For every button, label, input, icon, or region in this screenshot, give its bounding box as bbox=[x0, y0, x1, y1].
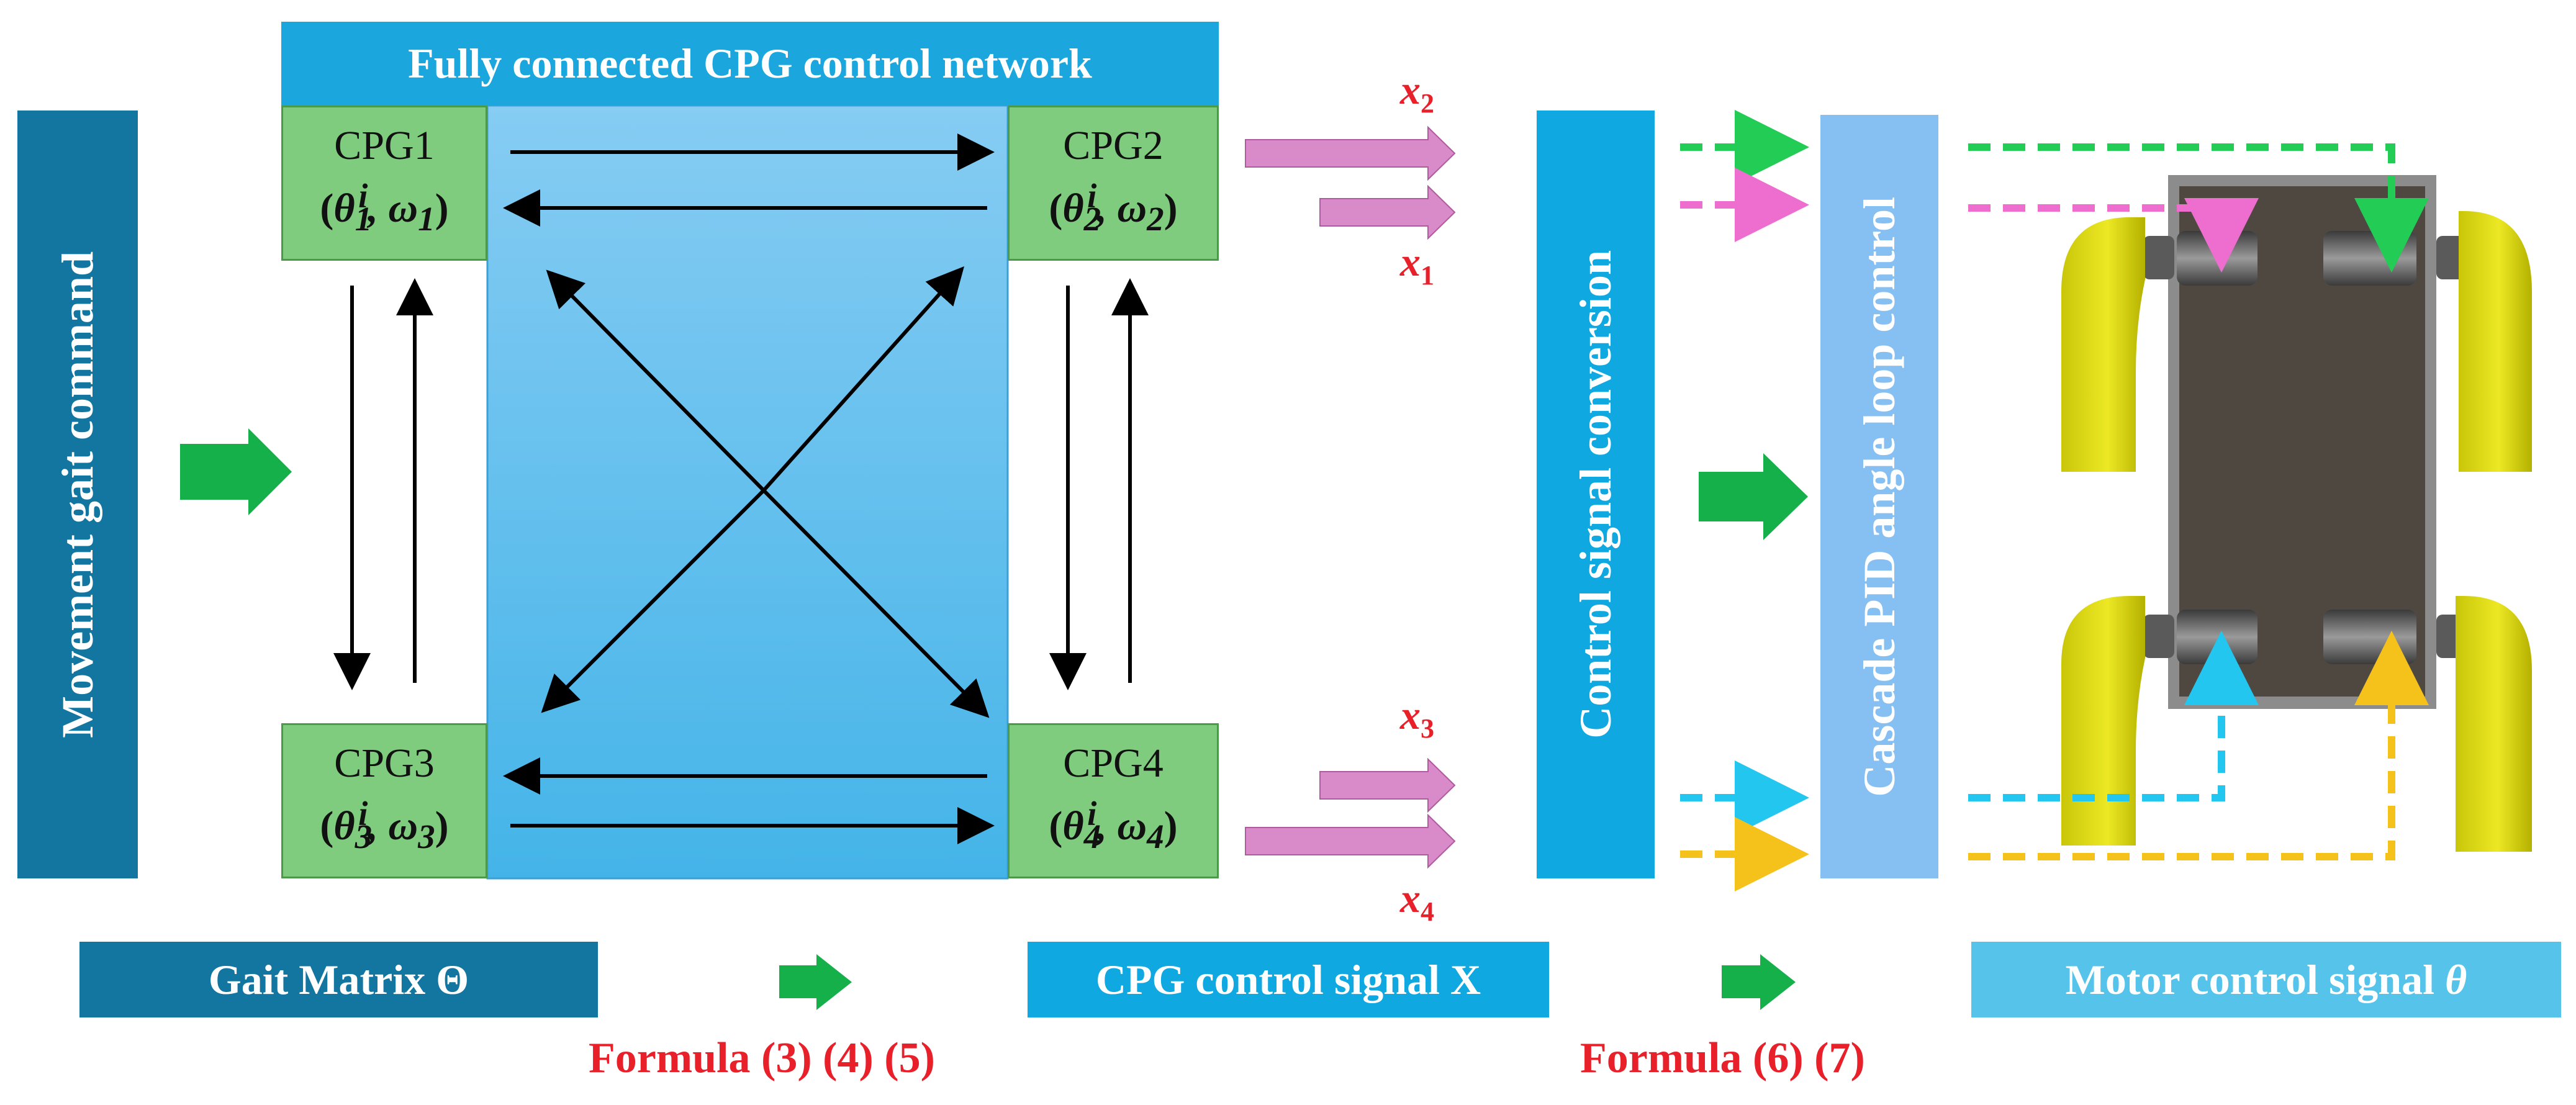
cpg-name: CPG3 bbox=[334, 741, 435, 787]
network-title-bar: Fully connected CPG control network bbox=[281, 22, 1219, 106]
cpg-name: CPG2 bbox=[1063, 123, 1164, 169]
output-label-x4: x4 bbox=[1400, 876, 1434, 927]
signal-cyan-to-motor bbox=[1968, 631, 2259, 801]
output-label-x2: x2 bbox=[1400, 68, 1434, 119]
output-arrows bbox=[1245, 125, 1456, 869]
motor-front-right bbox=[2323, 231, 2416, 286]
conversion-bar: Control signal conversion bbox=[1537, 110, 1655, 878]
conversion-label: Control signal conversion bbox=[1570, 250, 1620, 739]
leg-rear-left bbox=[2061, 596, 2145, 846]
pid-bar: Cascade PID angle loop control bbox=[1820, 115, 1938, 878]
cpg-node-2: CPG2 (θ2i, ω2) bbox=[1008, 106, 1219, 261]
leg-front-right bbox=[2459, 211, 2532, 472]
flow-arrow-bottom-1 bbox=[779, 954, 852, 1010]
flow-arrow-conversion bbox=[1699, 453, 1808, 540]
leg-front-left bbox=[2061, 217, 2145, 472]
cpg-name: CPG4 bbox=[1063, 741, 1164, 787]
cpg-params: (θ4i, ω4) bbox=[1049, 795, 1178, 856]
pid-label: Cascade PID angle loop control bbox=[1854, 196, 1904, 797]
gait-matrix-label: Gait Matrix Θ bbox=[208, 955, 469, 1003]
flow-arrows bbox=[180, 428, 1808, 1010]
output-arrow-x4 bbox=[1245, 813, 1456, 869]
arrow-diag-to-cpg4 bbox=[762, 489, 990, 718]
network-title: Fully connected CPG control network bbox=[408, 40, 1092, 87]
cpg-name: CPG1 bbox=[334, 123, 435, 169]
gait-command-bar: Movement gait command bbox=[17, 110, 138, 878]
cpg-node-4: CPG4 (θ4i, ω4) bbox=[1008, 723, 1219, 878]
network-panel bbox=[486, 104, 1009, 880]
signal-input-arrows bbox=[1680, 110, 1809, 891]
cpg-node-3: CPG3 (θ3i, ω3) bbox=[281, 723, 487, 878]
motor-signal-label: Motor control signal θ bbox=[2065, 955, 2467, 1003]
arrow-diag-to-cpg1 bbox=[546, 269, 766, 492]
flow-arrow-command bbox=[180, 428, 292, 515]
gait-command-label: Movement gait command bbox=[52, 251, 102, 738]
cpg-signal-label: CPG control signal X bbox=[1095, 955, 1481, 1003]
output-arrow-x3 bbox=[1319, 757, 1456, 813]
cpg-coupling-arrows bbox=[333, 133, 1149, 844]
motor-signal-label-box: Motor control signal θ bbox=[1971, 942, 2561, 1017]
signal-green-to-motor bbox=[1968, 143, 2429, 273]
motor-rear-right bbox=[2323, 610, 2416, 664]
output-label-x1: x1 bbox=[1400, 240, 1434, 291]
motor-signal-arrows bbox=[1968, 143, 2429, 860]
arrow-diag-to-cpg3 bbox=[541, 489, 766, 713]
gait-matrix-label-box: Gait Matrix Θ bbox=[79, 942, 598, 1017]
signal-yellow-to-motor bbox=[1968, 631, 2429, 860]
signal-pink-to-motor bbox=[1968, 198, 2259, 273]
cpg-node-1: CPG1 (θ1i, ω1) bbox=[281, 106, 487, 261]
motor-front-left bbox=[2177, 231, 2257, 286]
output-label-x3: x3 bbox=[1400, 693, 1434, 744]
leg-rear-right bbox=[2456, 596, 2532, 852]
arrow-diag-to-cpg2 bbox=[762, 266, 965, 492]
cpg-params: (θ2i, ω2) bbox=[1049, 177, 1178, 238]
output-arrow-x1 bbox=[1319, 184, 1456, 240]
cpg-signal-label-box: CPG control signal X bbox=[1028, 942, 1549, 1017]
motor-rear-left bbox=[2177, 610, 2257, 664]
robot-illustration bbox=[2061, 175, 2532, 852]
output-arrow-x2 bbox=[1245, 125, 1456, 181]
formula-label-1: Formula (3) (4) (5) bbox=[589, 1034, 935, 1082]
flow-arrow-bottom-2 bbox=[1722, 954, 1796, 1010]
formula-label-2: Formula (6) (7) bbox=[1580, 1034, 1865, 1082]
cpg-params: (θ1i, ω1) bbox=[320, 177, 449, 238]
cpg-params: (θ3i, ω3) bbox=[320, 795, 449, 856]
